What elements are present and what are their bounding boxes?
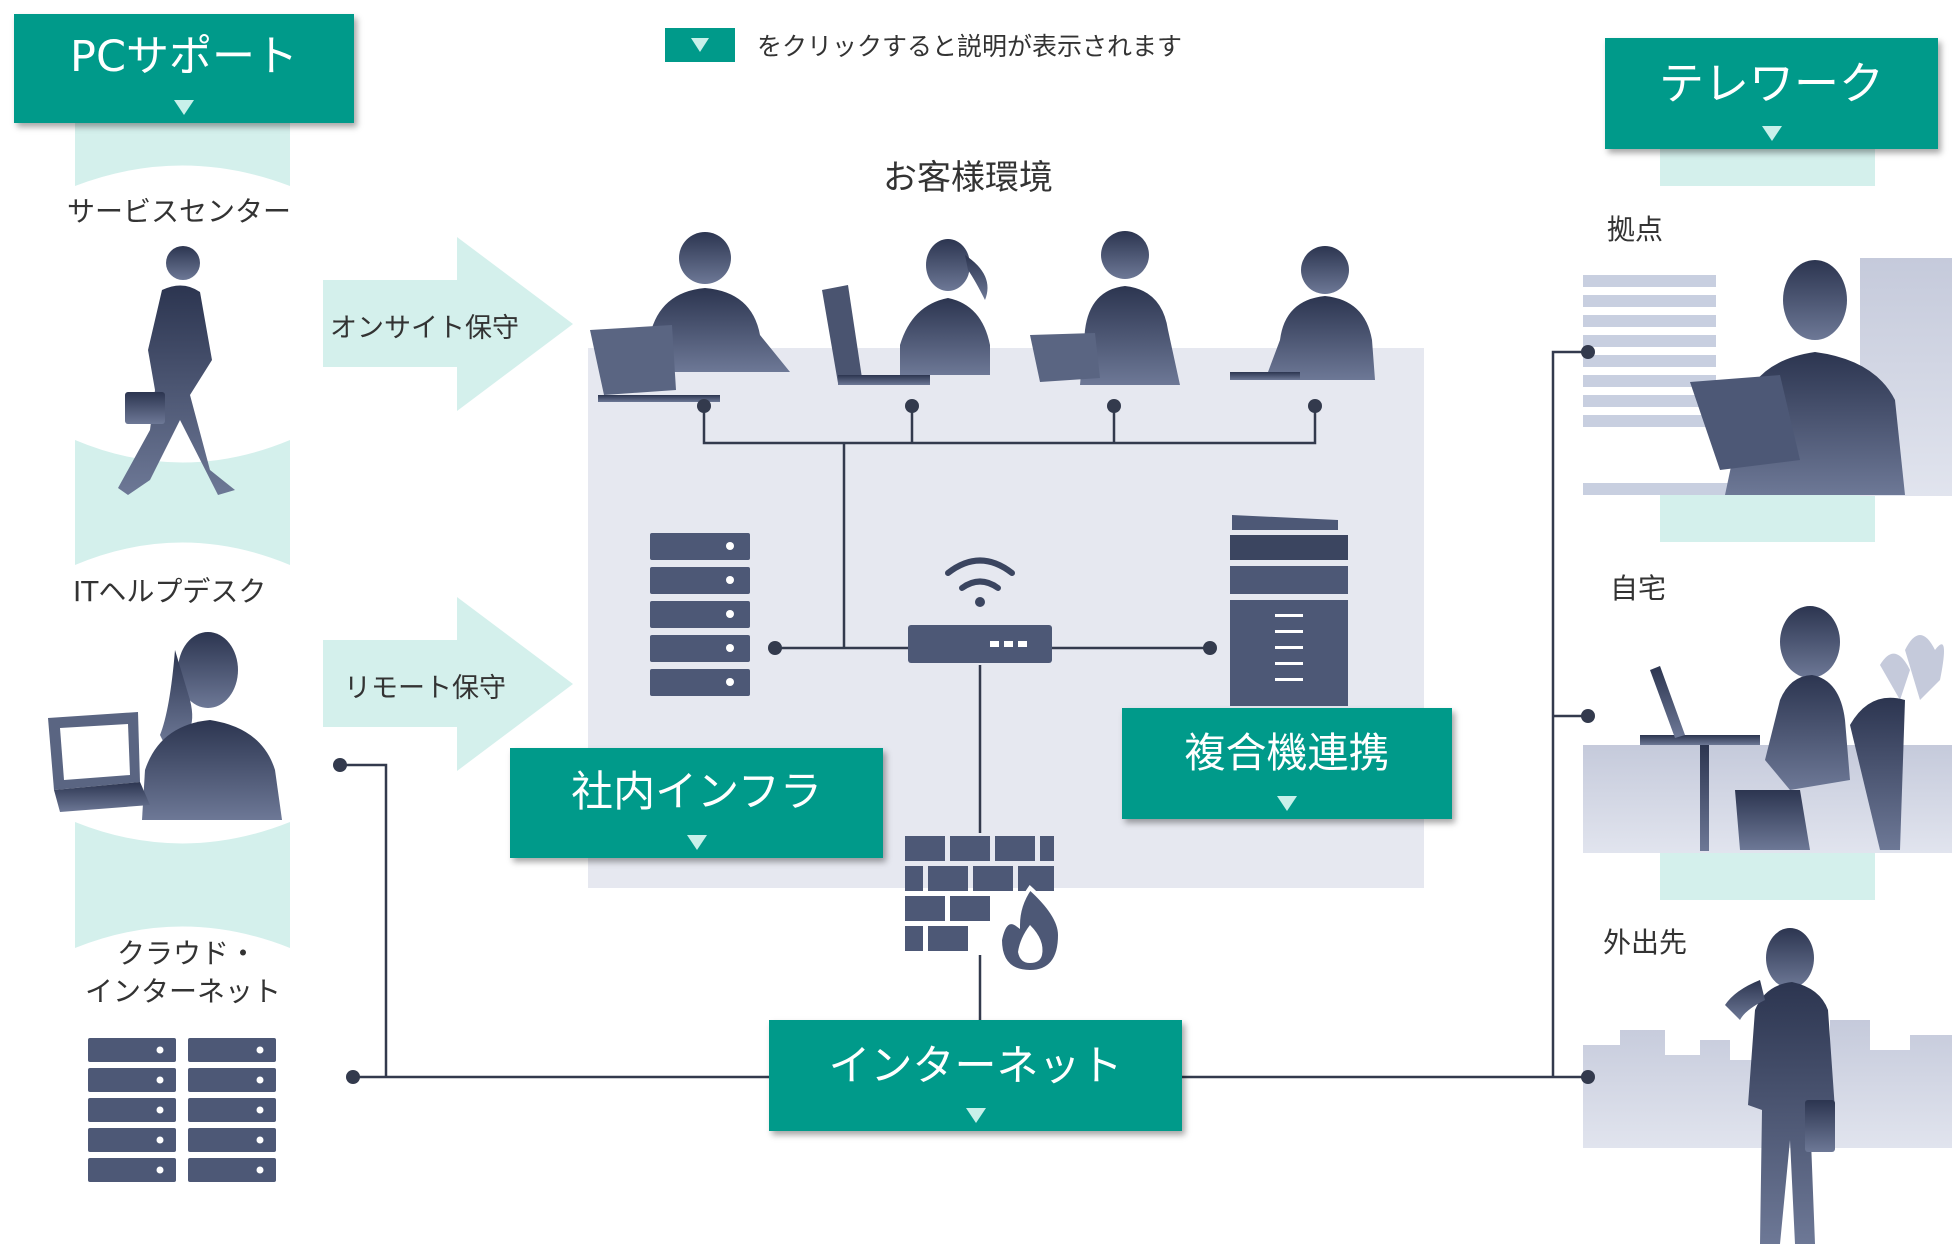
home-scene [1583, 606, 1952, 853]
infra-server-icon [650, 533, 750, 696]
infra-button[interactable]: 社内インフラ [510, 748, 883, 858]
home-dot [1581, 709, 1595, 723]
pc-support-band [75, 118, 290, 948]
helpdesk-dot [333, 758, 347, 772]
onsite-arrow-label: オンサイト保守 [330, 313, 519, 344]
cloud-label-line1: クラウド・ [117, 937, 258, 970]
cloud-dot [346, 1070, 360, 1084]
home-label: 自宅 [1610, 572, 1667, 605]
mfp-title: 複合機連携 [1184, 729, 1390, 777]
staff2-dot [905, 399, 919, 413]
legend-text: をクリックすると説明が表示されます [757, 32, 1183, 61]
service-center-label: サービスセンター [67, 195, 292, 228]
legend-triangle-icon [665, 28, 735, 62]
mfp-button[interactable]: 複合機連携 [1122, 708, 1452, 819]
pc-support-title: PCサポート [70, 32, 298, 82]
customer-staff-figures [590, 231, 1375, 402]
triangle-down-icon [1277, 796, 1297, 811]
cloud-label-line2: インターネット [85, 975, 282, 1008]
it-helpdesk-label: ITヘルプデスク [73, 575, 267, 608]
base-office-scene [1583, 258, 1952, 496]
pc-support-button[interactable]: PCサポート [14, 14, 354, 123]
remote-arrow-shape [323, 597, 573, 771]
telework-button[interactable]: テレワーク [1605, 38, 1938, 149]
network-lines [340, 350, 1588, 1079]
staff4-dot [1308, 399, 1322, 413]
server-dot [768, 641, 782, 655]
staff1-dot [697, 399, 711, 413]
printer-dot [1203, 641, 1217, 655]
customer-env-title: お客様環境 [883, 158, 1053, 198]
outside-dot [1581, 1070, 1595, 1084]
helpdesk-operator-figure [48, 632, 282, 820]
onsite-arrow-shape [323, 237, 573, 411]
telework-title: テレワーク [1658, 57, 1884, 110]
base-dot [1581, 345, 1595, 359]
triangle-down-icon [965, 1108, 986, 1123]
staff3-dot [1107, 399, 1121, 413]
base-label: 拠点 [1607, 213, 1664, 246]
outside-scene [1583, 928, 1952, 1244]
remote-arrow-label: リモート保守 [344, 673, 506, 704]
triangle-down-icon [1761, 126, 1782, 141]
wifi-router-icon [908, 557, 1052, 663]
cloud-server-icon [88, 1038, 276, 1182]
internet-button[interactable]: インターネット [769, 1020, 1182, 1131]
legend: をクリックすると説明が表示されます [665, 27, 1182, 63]
infra-title: 社内インフラ [571, 767, 822, 816]
walking-engineer-figure [118, 246, 235, 495]
internet-title: インターネット [828, 1040, 1123, 1090]
outside-label: 外出先 [1603, 926, 1688, 959]
firewall-icon [905, 836, 1063, 975]
triangle-down-icon [174, 100, 194, 115]
mfp-printer-icon [1230, 515, 1348, 706]
telework-strips [1660, 148, 1875, 900]
triangle-down-icon [686, 835, 707, 850]
